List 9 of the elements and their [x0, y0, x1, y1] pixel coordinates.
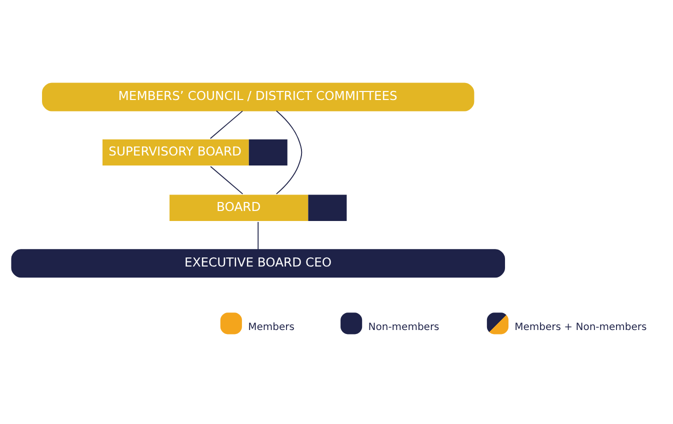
legend-label: Non-members — [368, 321, 440, 332]
legend-label: Members — [248, 321, 294, 332]
node-box: MEMBERS’ COUNCIL / DISTRICT COMMITTEES — [42, 82, 474, 111]
legend-label: Members + Non-members — [514, 321, 647, 332]
connector — [276, 110, 302, 194]
connector — [210, 166, 244, 194]
node-box: EXECUTIVE BOARD CEO — [11, 248, 506, 278]
connector — [258, 221, 259, 250]
connector — [210, 110, 243, 138]
